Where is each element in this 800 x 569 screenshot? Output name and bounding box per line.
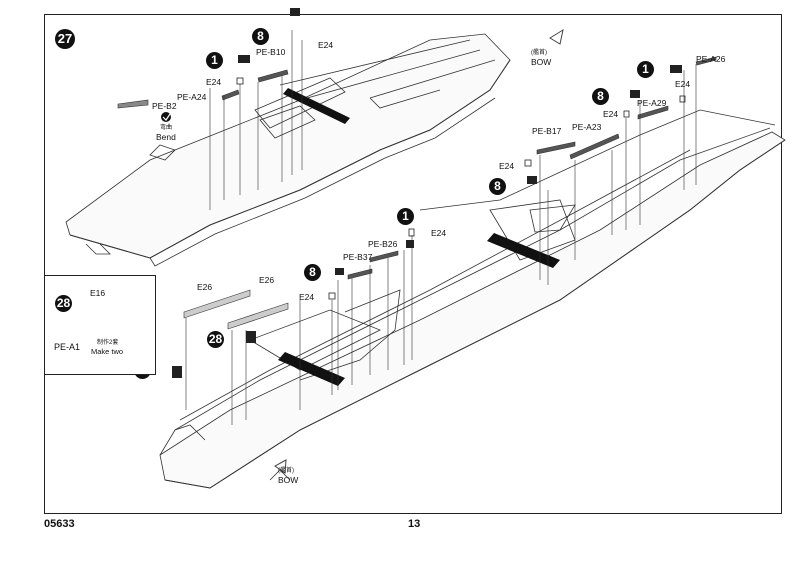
callout-part-28: 28 bbox=[207, 331, 224, 348]
callout-part-8: 8 bbox=[304, 264, 321, 281]
callout-part-1: 1 bbox=[637, 61, 654, 78]
label-pe-b2: PE-B2 bbox=[152, 101, 177, 111]
callout-part-8: 8 bbox=[592, 88, 609, 105]
deck-stripe-low bbox=[278, 352, 345, 386]
callout-part-28: 28 bbox=[55, 295, 72, 312]
label-e16: E16 bbox=[90, 288, 106, 298]
label-bend-cn: 弯曲 bbox=[160, 125, 173, 131]
deck-stripe-mid bbox=[487, 233, 560, 268]
label-pe-a24: PE-A24 bbox=[177, 92, 207, 102]
label-e26: E26 bbox=[197, 282, 213, 292]
label-e26: E26 bbox=[259, 275, 275, 285]
label-bend: Bend bbox=[156, 132, 176, 142]
page-frame bbox=[44, 14, 782, 514]
page-number: 13 bbox=[408, 518, 421, 530]
label-bow: BOW bbox=[278, 475, 299, 485]
label-make-two: Make two bbox=[91, 347, 124, 356]
label-pe-a29: PE-A29 bbox=[637, 98, 667, 108]
label-pe-b26: PE-B26 bbox=[368, 239, 398, 249]
label-bow: BOW bbox=[531, 57, 552, 67]
label-pe-b17: PE-B17 bbox=[532, 126, 562, 136]
label-e24: E24 bbox=[499, 161, 515, 171]
callout-part-8: 8 bbox=[252, 28, 269, 45]
sub-assembly-box: 28 E16 PE-A1 制作2套 Make two bbox=[44, 275, 156, 375]
label-make-two-cn: 制作2套 bbox=[97, 340, 119, 346]
bend-marker bbox=[161, 112, 171, 122]
label-e24: E24 bbox=[675, 79, 691, 89]
label-pe-a1: PE-A1 bbox=[54, 342, 81, 352]
label-bow-cn: (艦首) bbox=[278, 468, 294, 474]
label-e24: E24 bbox=[431, 228, 447, 238]
label-bow-cn: (艦首) bbox=[531, 50, 547, 56]
callout-part-8: 8 bbox=[489, 178, 506, 195]
label-e24: E24 bbox=[299, 292, 315, 302]
label-e24: E24 bbox=[318, 40, 334, 50]
callout-part-1: 1 bbox=[397, 208, 414, 225]
kit-code: 05633 bbox=[44, 518, 75, 530]
deck-stripe-upper bbox=[283, 88, 350, 124]
label-pe-a26: PE-A26 bbox=[696, 54, 726, 64]
label-pe-a23: PE-A23 bbox=[572, 122, 602, 132]
label-e24: E24 bbox=[206, 77, 222, 87]
label-pe-b37: PE-B37 bbox=[343, 252, 373, 262]
label-pe-b10: PE-B10 bbox=[256, 47, 286, 57]
step-number: 27 bbox=[55, 29, 75, 49]
callout-part-1: 1 bbox=[206, 52, 223, 69]
label-e24: E24 bbox=[603, 109, 619, 119]
